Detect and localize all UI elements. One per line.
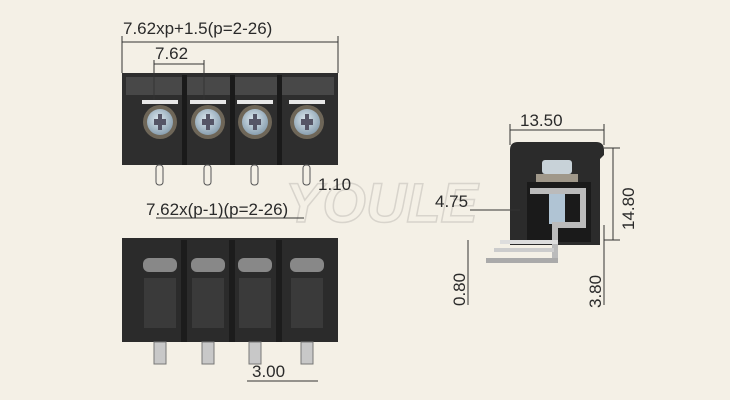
pin [153, 341, 167, 365]
dim-pin-offset: 4.75 [435, 192, 468, 211]
dim-side-height: 14.80 [619, 187, 638, 230]
barrier [182, 75, 187, 165]
top-view: 7.62xp+1.5(p=2-26) 7.62 1.10 7.62x(p-1)(… [121, 19, 351, 219]
cell-face [239, 278, 271, 328]
screw-head [290, 258, 324, 272]
dim-pin-span: 7.62x(p-1)(p=2-26) [146, 200, 288, 219]
dim-pin-width: 1.10 [318, 175, 351, 194]
dim-pin-thickness: 0.80 [450, 273, 469, 306]
pin [155, 164, 164, 186]
screw-slot [206, 114, 210, 130]
barrier [276, 240, 282, 342]
screw-slot [305, 114, 309, 130]
pin [248, 341, 262, 365]
dim-total-width: 7.62xp+1.5(p=2-26) [123, 19, 272, 38]
screw-slot [158, 114, 162, 130]
pin [300, 341, 314, 365]
terminal-slot [190, 100, 226, 104]
terminal-slot [142, 100, 178, 104]
barrier [277, 75, 282, 165]
cell-face [291, 278, 323, 328]
watermark: YOULE [285, 171, 480, 234]
screw-slot [253, 114, 257, 130]
side-view: 13.50 4.75 14.80 0.80 3.80 [435, 111, 638, 308]
pin [250, 164, 259, 186]
cell-face [192, 278, 224, 328]
dim-pitch: 7.62 [155, 44, 188, 63]
terminal-slot [289, 100, 325, 104]
pin [201, 341, 215, 365]
dim-bottom-pin: 3.00 [252, 362, 285, 381]
barrier [229, 240, 235, 342]
screw-head [143, 258, 177, 272]
dim-side-width: 13.50 [520, 111, 563, 130]
screw-head [238, 258, 272, 272]
front-view: 3.00 [122, 238, 338, 382]
barrier [181, 240, 187, 342]
screw-head [191, 258, 225, 272]
barrier [230, 75, 235, 165]
cell-face [144, 278, 176, 328]
dim-pin-length: 3.80 [586, 275, 605, 308]
terminal-slot [237, 100, 273, 104]
pin [302, 164, 311, 186]
pin [203, 164, 212, 186]
